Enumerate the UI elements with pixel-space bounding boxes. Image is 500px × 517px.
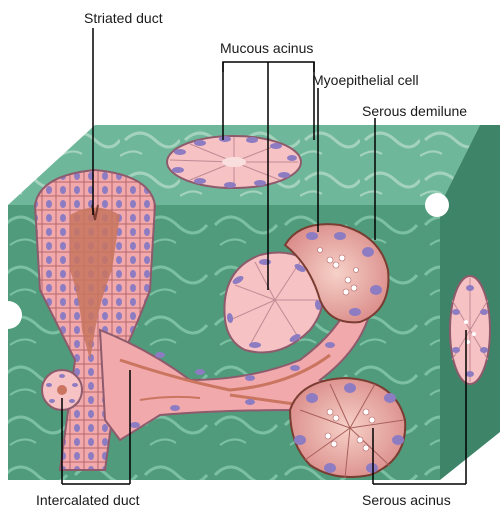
mucous-acinus-section xyxy=(167,136,301,188)
label-serous-demilune: Serous demilune xyxy=(362,103,467,119)
serous-acinus-section xyxy=(450,276,490,384)
label-mucous-acinus: Mucous acinus xyxy=(220,40,313,56)
serous-acinus xyxy=(290,378,405,478)
label-striated-duct: Striated duct xyxy=(84,10,163,26)
label-intercalated-duct: Intercalated duct xyxy=(36,492,140,508)
label-serous-acinus: Serous acinus xyxy=(362,492,451,508)
label-myoepithelial-cell: Myoepithelial cell xyxy=(312,72,419,88)
